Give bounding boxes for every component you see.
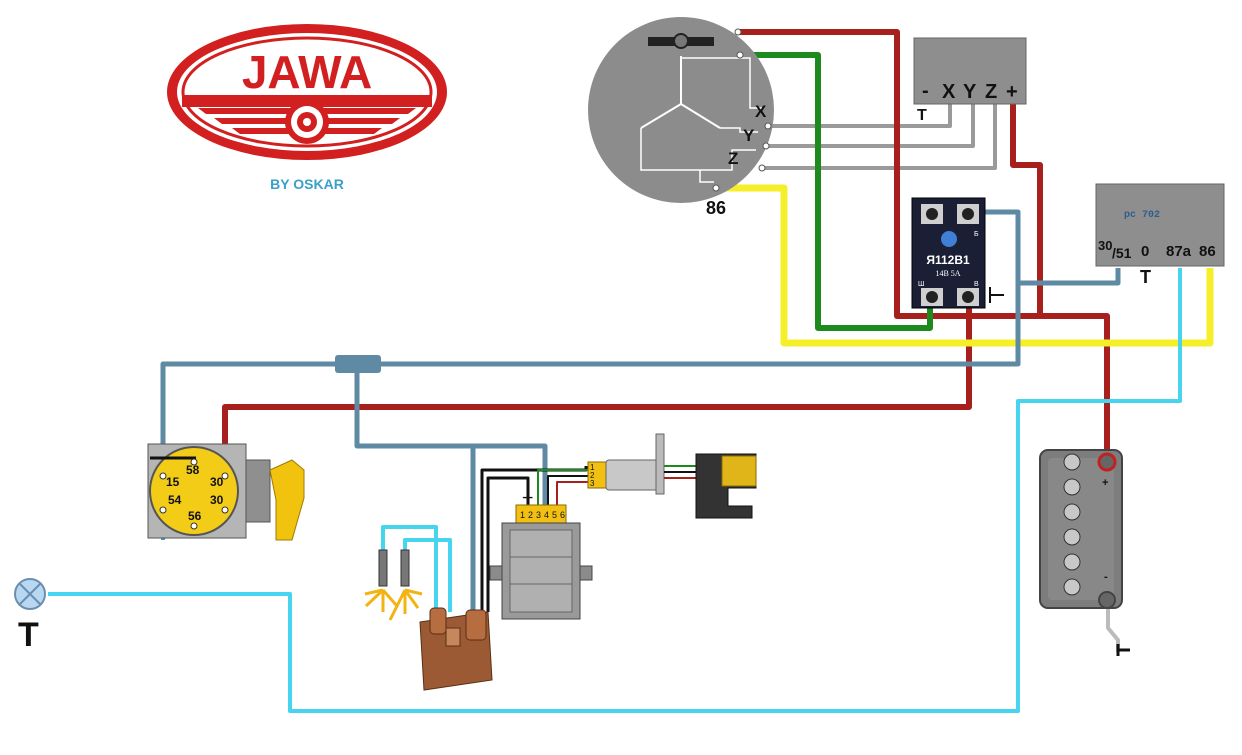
wire-yellow — [718, 184, 1214, 347]
wire-red-stator-top — [738, 29, 1110, 458]
relay-pc-0: 0 — [1141, 243, 1149, 260]
ignition-terminal-15: 15 — [166, 475, 180, 489]
ignition-coil — [419, 607, 493, 691]
relay-ya-model: Я112В1 — [926, 253, 970, 267]
logo-brand-text: JAWA — [242, 46, 372, 98]
sensor-pin-3: 3 — [590, 479, 595, 488]
wire-red-regulator-plus — [1010, 104, 1043, 316]
relay-ya-term-sh: Ш — [918, 281, 924, 288]
ignition-terminal-54: 54 — [168, 493, 182, 507]
ecu-pin-3: 3 — [536, 510, 541, 520]
wire-cyan-plug2 — [403, 538, 452, 612]
stator-label-86: 86 — [706, 198, 726, 218]
relay-pc-87a: 87a — [1166, 243, 1192, 260]
relay-pc-30: 30 — [1098, 238, 1112, 253]
stator-label-z: Z — [728, 149, 738, 168]
ecu-pin-6: 6 — [560, 510, 565, 520]
wire-ecu-sensor-1 — [537, 469, 588, 505]
ignition-switch: 15 58 30 54 30 56 — [147, 443, 305, 541]
ecu-pin-4: 4 — [544, 510, 549, 520]
wire-green — [740, 52, 933, 331]
ignition-terminal-30-top: 30 — [210, 475, 224, 489]
relay-pc-51: /51 — [1112, 245, 1132, 261]
relay-pc-86: 86 — [1199, 243, 1216, 260]
relay-pc-ground: T — [1140, 267, 1151, 287]
battery: + - — [1039, 449, 1130, 656]
wire-grey-z — [764, 104, 997, 170]
regulator-ground-symbol: T — [917, 107, 927, 124]
wire-slate-ecu — [354, 364, 548, 505]
ignition-terminal-58: 58 — [186, 463, 200, 477]
ecu-pin-2: 2 — [528, 510, 533, 520]
wire-ecu-sensor-2 — [547, 475, 588, 505]
stator-label-x: X — [755, 102, 767, 121]
relay-ya-term-b: Б — [974, 231, 979, 238]
sensor-pin-1: 1 — [590, 463, 595, 472]
regulator-label-x: X — [942, 81, 956, 103]
relay-ya112v1: Я112В1 14В 5А Б Ш В — [911, 197, 1004, 309]
wire-grey-y — [768, 104, 975, 148]
wire-cyan-plug1 — [381, 525, 438, 612]
sensor-pin-2: 2 — [590, 471, 595, 480]
spark-plugs — [364, 549, 423, 621]
regulator-label-y: Y — [963, 81, 977, 103]
jawa-logo: JAWA BY OSKAR — [167, 24, 447, 192]
wire-red-ignition — [222, 296, 972, 458]
wire-ecu-sensor-3 — [556, 481, 588, 505]
regulator-label-z: Z — [985, 81, 997, 103]
wires — [48, 29, 1214, 713]
wire-grey-x — [770, 104, 952, 128]
regulator-label-plus: + — [1006, 81, 1018, 103]
relay-ya-rating: 14В 5А — [935, 269, 960, 278]
ecu-pin-1: 1 — [520, 510, 525, 520]
indicator-lamp: T — [14, 578, 46, 654]
wire-slate-pc-30 — [1018, 268, 1121, 286]
ecu-ground-mark: ⊥ — [522, 486, 533, 501]
regulator-label-minus: - — [922, 80, 929, 102]
stator-generator: X Y Z 86 — [588, 17, 774, 218]
wire-splice — [335, 355, 381, 373]
stator-label-y: Y — [743, 126, 755, 145]
battery-plus: + — [1102, 477, 1108, 489]
wire-black-ecu-1 — [480, 466, 588, 612]
wire-slate-main — [160, 209, 1021, 455]
voltage-regulator: - X Y Z + T — [913, 37, 1027, 124]
ignition-terminal-56: 56 — [188, 509, 202, 523]
relay-pc702: pc 702 30 /51 0 87a 86 T — [1095, 183, 1225, 287]
ignition-ecu: ⊥ 1 2 3 4 5 6 — [489, 486, 593, 620]
battery-minus: - — [1104, 571, 1108, 583]
ignition-terminal-30-bottom: 30 — [210, 493, 224, 507]
hall-sensor: 1 2 3 — [587, 433, 757, 519]
logo-byline-text: BY OSKAR — [270, 176, 344, 192]
relay-ya-term-v: В — [974, 281, 979, 288]
relay-pc-model: pc 702 — [1124, 210, 1160, 221]
wire-cyan-lamp — [48, 268, 1182, 713]
wire-black-ecu-2 — [486, 476, 530, 612]
ecu-pin-5: 5 — [552, 510, 557, 520]
lamp-ground: T — [18, 616, 39, 654]
